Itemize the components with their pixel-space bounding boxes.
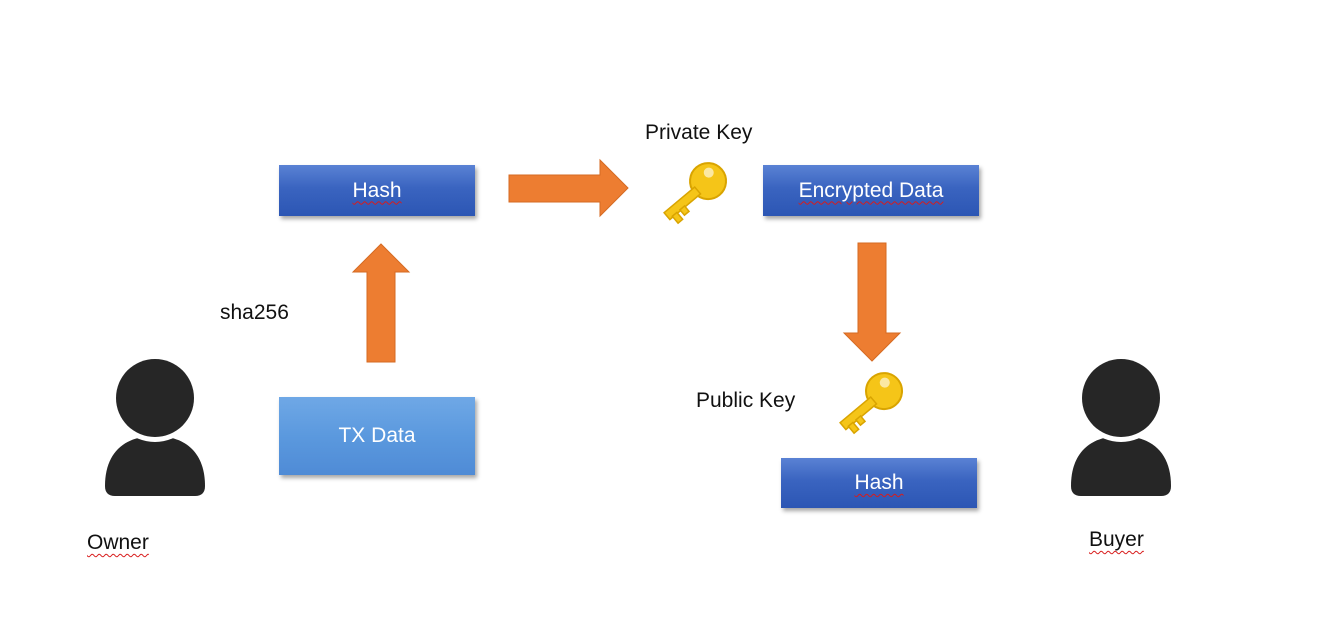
arrow-down-shape [842,242,902,362]
hash-box-bottom: Hash [781,458,977,508]
private-key-label: Private Key [645,121,753,144]
key-icon [839,372,904,435]
buyer-label: Buyer [1089,528,1144,551]
owner-label: Owner [87,531,149,554]
public-key-label: Public Key [696,389,796,412]
encrypted-data-box: Encrypted Data [763,165,979,216]
tx-data-label: TX Data [338,424,416,447]
person-icon [1071,354,1171,496]
arrow-right-shape [508,158,629,218]
sha256-label: sha256 [220,301,289,324]
arrow-up-shape [351,243,411,363]
key-icon [663,162,728,225]
hash-box-top: Hash [279,165,475,216]
hash-box-bottom-label: Hash [854,471,904,494]
hash-box-top-label: Hash [352,178,402,202]
encrypted-data-label: Encrypted Data [798,178,944,202]
tx-data-box: TX Data [279,397,475,475]
person-icon [105,354,205,496]
